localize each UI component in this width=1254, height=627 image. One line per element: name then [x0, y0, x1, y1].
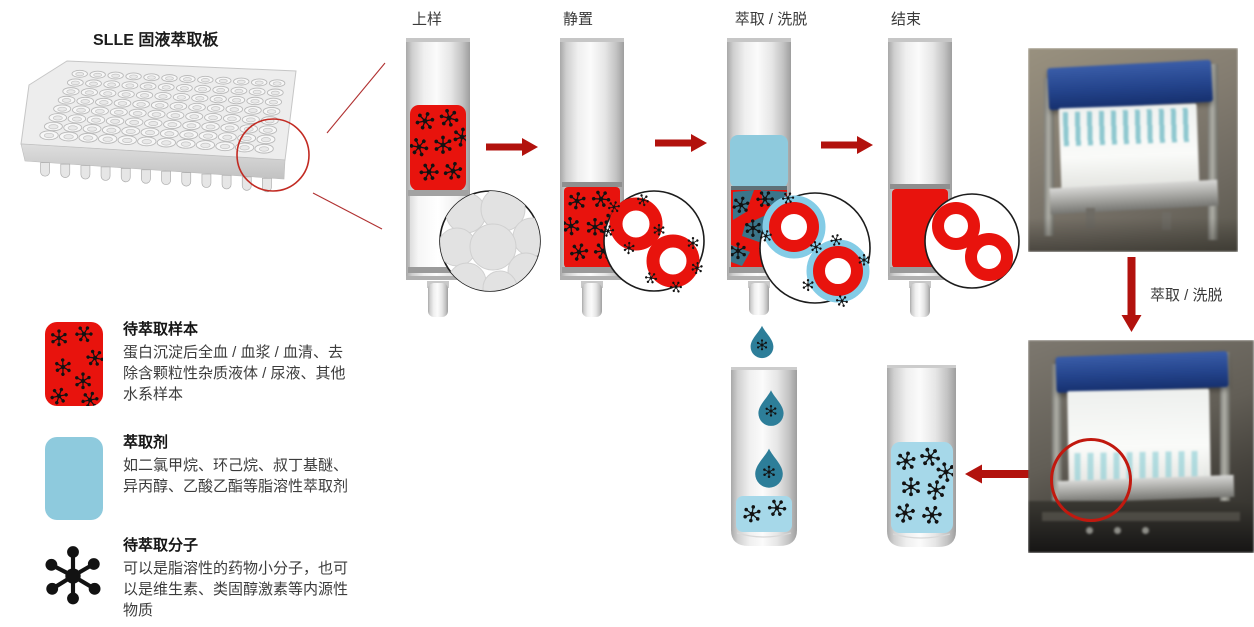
extraction-device-photo-bottom — [1028, 340, 1254, 553]
legend-title-solvent: 萃取剂 — [123, 434, 169, 451]
solvent-layer — [730, 135, 788, 188]
arrow-left-icon — [965, 464, 1030, 484]
side-flow-label: 萃取 / 洗脱 — [1150, 287, 1223, 304]
eluate-droplet — [750, 325, 774, 359]
legend-item-solvent: 萃取剂 如二氯甲烷、环己烷、叔丁基醚、异丙醇、乙酸乙酯等脂溶性萃取剂 — [123, 431, 355, 497]
magnification-connector-lines — [312, 62, 386, 230]
step-label-standing: 静置 — [562, 11, 594, 28]
tube-step-standing — [560, 38, 624, 317]
extraction-device-photo-top — [1028, 48, 1238, 252]
legend-item-molecule: 待萃取分子 可以是脂溶性的药物小分子，也可以是维生素、类固醇激素等内源性物质 — [123, 534, 355, 621]
device-blue-lid — [1055, 351, 1229, 393]
sample-legend-icon — [45, 322, 103, 406]
step-label-loading: 上样 — [411, 11, 443, 28]
legend-desc-sample: 蛋白沉淀后全血 / 血浆 / 血清、去除含颗粒性杂质液体 / 尿液、其他水系样本 — [123, 344, 346, 403]
legend-title-sample: 待萃取样本 — [123, 321, 199, 338]
magnifier-packing-particles — [439, 190, 541, 292]
collected-extract-small — [736, 496, 792, 532]
legend-desc-molecule: 可以是脂溶性的药物小分子，也可以是维生素、类固醇激素等内源性物质 — [123, 560, 349, 619]
collected-extract-full — [891, 442, 953, 533]
legend-item-sample: 待萃取样本 蛋白沉淀后全血 / 血浆 / 血清、去除含颗粒性杂质液体 / 尿液、… — [123, 318, 355, 405]
arrow-right-icon — [821, 136, 873, 154]
plate-title: SLLE 固液萃取板 — [93, 32, 219, 49]
collection-vial-dripping — [731, 367, 797, 546]
legend-desc-solvent: 如二氯甲烷、环己烷、叔丁基醚、异丙醇、乙酸乙酯等脂溶性萃取剂 — [123, 457, 349, 495]
step-arrows — [486, 134, 873, 156]
device-tip-plate — [1058, 103, 1200, 191]
arrow-right-icon — [486, 138, 538, 156]
solvent-legend-icon — [45, 437, 103, 520]
magnifier-extraction — [758, 189, 871, 310]
arrow-down-icon — [1121, 257, 1142, 332]
plate-wells — [39, 69, 286, 154]
collection-vial-extract — [887, 365, 956, 547]
arrow-right-icon — [655, 134, 707, 152]
plate-tips — [40, 162, 272, 193]
step-label-finish: 结束 — [890, 11, 922, 28]
magnifier-clean-phase — [924, 193, 1020, 289]
device-blue-lid — [1047, 59, 1213, 111]
magnifier-sample-coating — [599, 190, 705, 296]
photo-highlight-circle — [1050, 438, 1132, 522]
slle-plate-illustration — [20, 60, 310, 193]
molecule-legend-icon — [45, 546, 100, 604]
step-label-extraction: 萃取 / 洗脱 — [734, 11, 808, 28]
plate-highlight-circle — [236, 118, 310, 192]
legend-title-molecule: 待萃取分子 — [123, 537, 199, 554]
